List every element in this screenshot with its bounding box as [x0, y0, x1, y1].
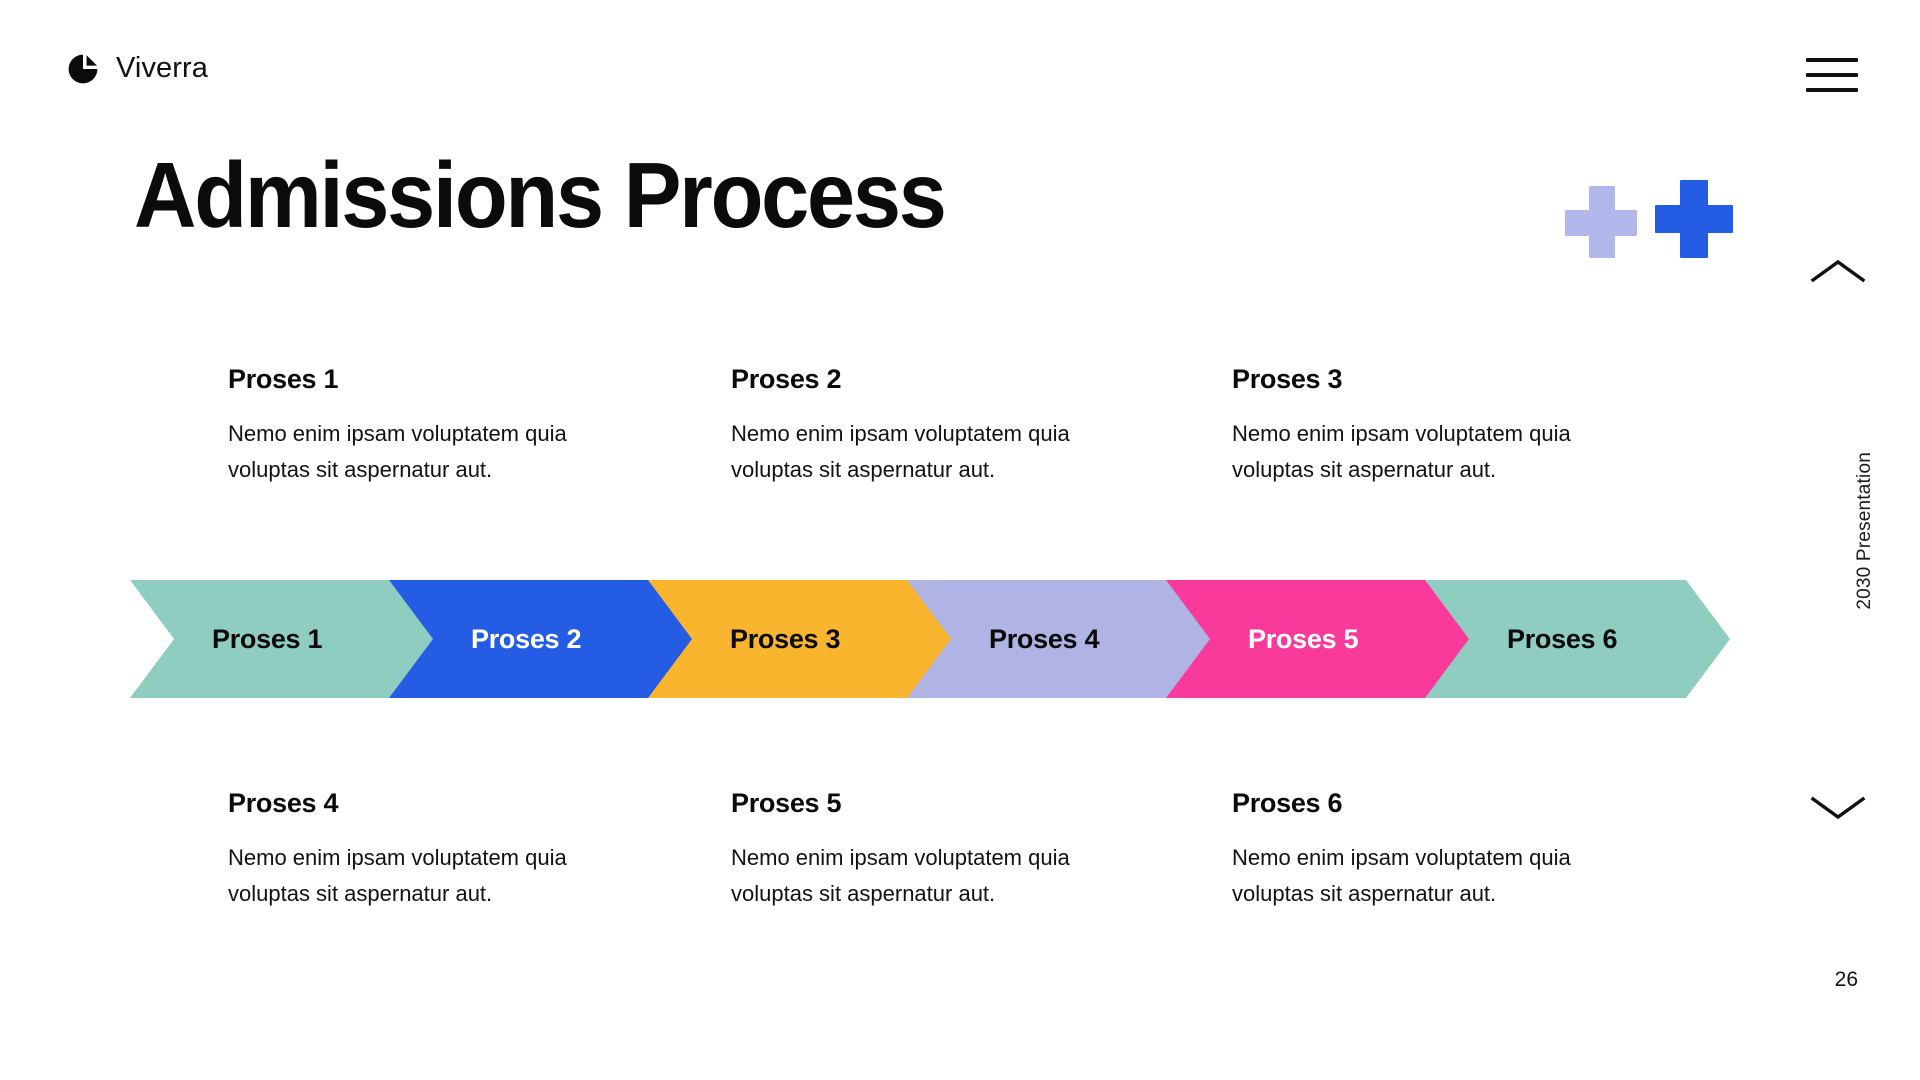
- description-body: Nemo enim ipsam voluptatem quia voluptas…: [731, 421, 1070, 483]
- chevron-up-icon[interactable]: [1810, 258, 1866, 284]
- description-body: Nemo enim ipsam voluptatem quia voluptas…: [1232, 845, 1571, 907]
- presentation-label: 2030 Presentation: [1854, 452, 1875, 610]
- process-step-5[interactable]: Proses 5: [1166, 580, 1471, 698]
- hamburger-menu-icon[interactable]: [1806, 58, 1858, 92]
- description-block-2: Proses 2 Nemo enim ipsam voluptatem quia…: [731, 364, 1151, 489]
- description-block-5: Proses 5 Nemo enim ipsam voluptatem quia…: [731, 788, 1151, 913]
- process-step-label: Proses 5: [1248, 623, 1359, 654]
- page-title: Admissions Process: [134, 143, 947, 247]
- process-step-1[interactable]: Proses 1: [130, 580, 435, 698]
- description-block-3: Proses 3 Nemo enim ipsam voluptatem quia…: [1232, 364, 1652, 489]
- page-number: 26: [1834, 968, 1858, 991]
- process-step-label: Proses 1: [212, 623, 323, 654]
- description-heading: Proses 2: [731, 364, 842, 394]
- pie-chart-icon: [68, 54, 98, 84]
- description-heading: Proses 4: [228, 788, 339, 818]
- plus-bar-vertical: [1680, 180, 1708, 258]
- hamburger-line: [1806, 58, 1858, 62]
- description-heading: Proses 5: [731, 788, 842, 818]
- process-step-label: Proses 3: [730, 623, 841, 654]
- description-body: Nemo enim ipsam voluptatem quia voluptas…: [731, 845, 1070, 907]
- description-body: Nemo enim ipsam voluptatem quia voluptas…: [1232, 421, 1571, 483]
- process-chevron-band: Proses 1 Proses 2 Proses 3 Proses 4 Pros…: [130, 580, 1730, 698]
- description-block-4: Proses 4 Nemo enim ipsam voluptatem quia…: [228, 788, 648, 913]
- process-step-4[interactable]: Proses 4: [907, 580, 1212, 698]
- hamburger-line: [1806, 73, 1858, 77]
- process-step-2[interactable]: Proses 2: [389, 580, 694, 698]
- process-step-label: Proses 6: [1507, 623, 1618, 654]
- description-body: Nemo enim ipsam voluptatem quia voluptas…: [228, 845, 567, 907]
- plus-icon-light: [1565, 186, 1637, 258]
- brand-logo: Viverra: [68, 52, 208, 85]
- chevron-down-icon[interactable]: [1810, 795, 1866, 821]
- description-block-1: Proses 1 Nemo enim ipsam voluptatem quia…: [228, 364, 648, 489]
- plus-icon-blue: [1655, 180, 1733, 258]
- description-body: Nemo enim ipsam voluptatem quia voluptas…: [228, 421, 567, 483]
- process-step-label: Proses 4: [989, 623, 1100, 654]
- description-heading: Proses 3: [1232, 364, 1343, 394]
- plus-bar-vertical: [1589, 186, 1615, 258]
- process-step-6[interactable]: Proses 6: [1425, 580, 1730, 698]
- description-heading: Proses 1: [228, 364, 339, 394]
- description-block-6: Proses 6 Nemo enim ipsam voluptatem quia…: [1232, 788, 1652, 913]
- description-heading: Proses 6: [1232, 788, 1343, 818]
- process-step-3[interactable]: Proses 3: [648, 580, 953, 698]
- process-step-label: Proses 2: [471, 623, 582, 654]
- brand-name: Viverra: [116, 52, 209, 84]
- hamburger-line: [1806, 88, 1858, 92]
